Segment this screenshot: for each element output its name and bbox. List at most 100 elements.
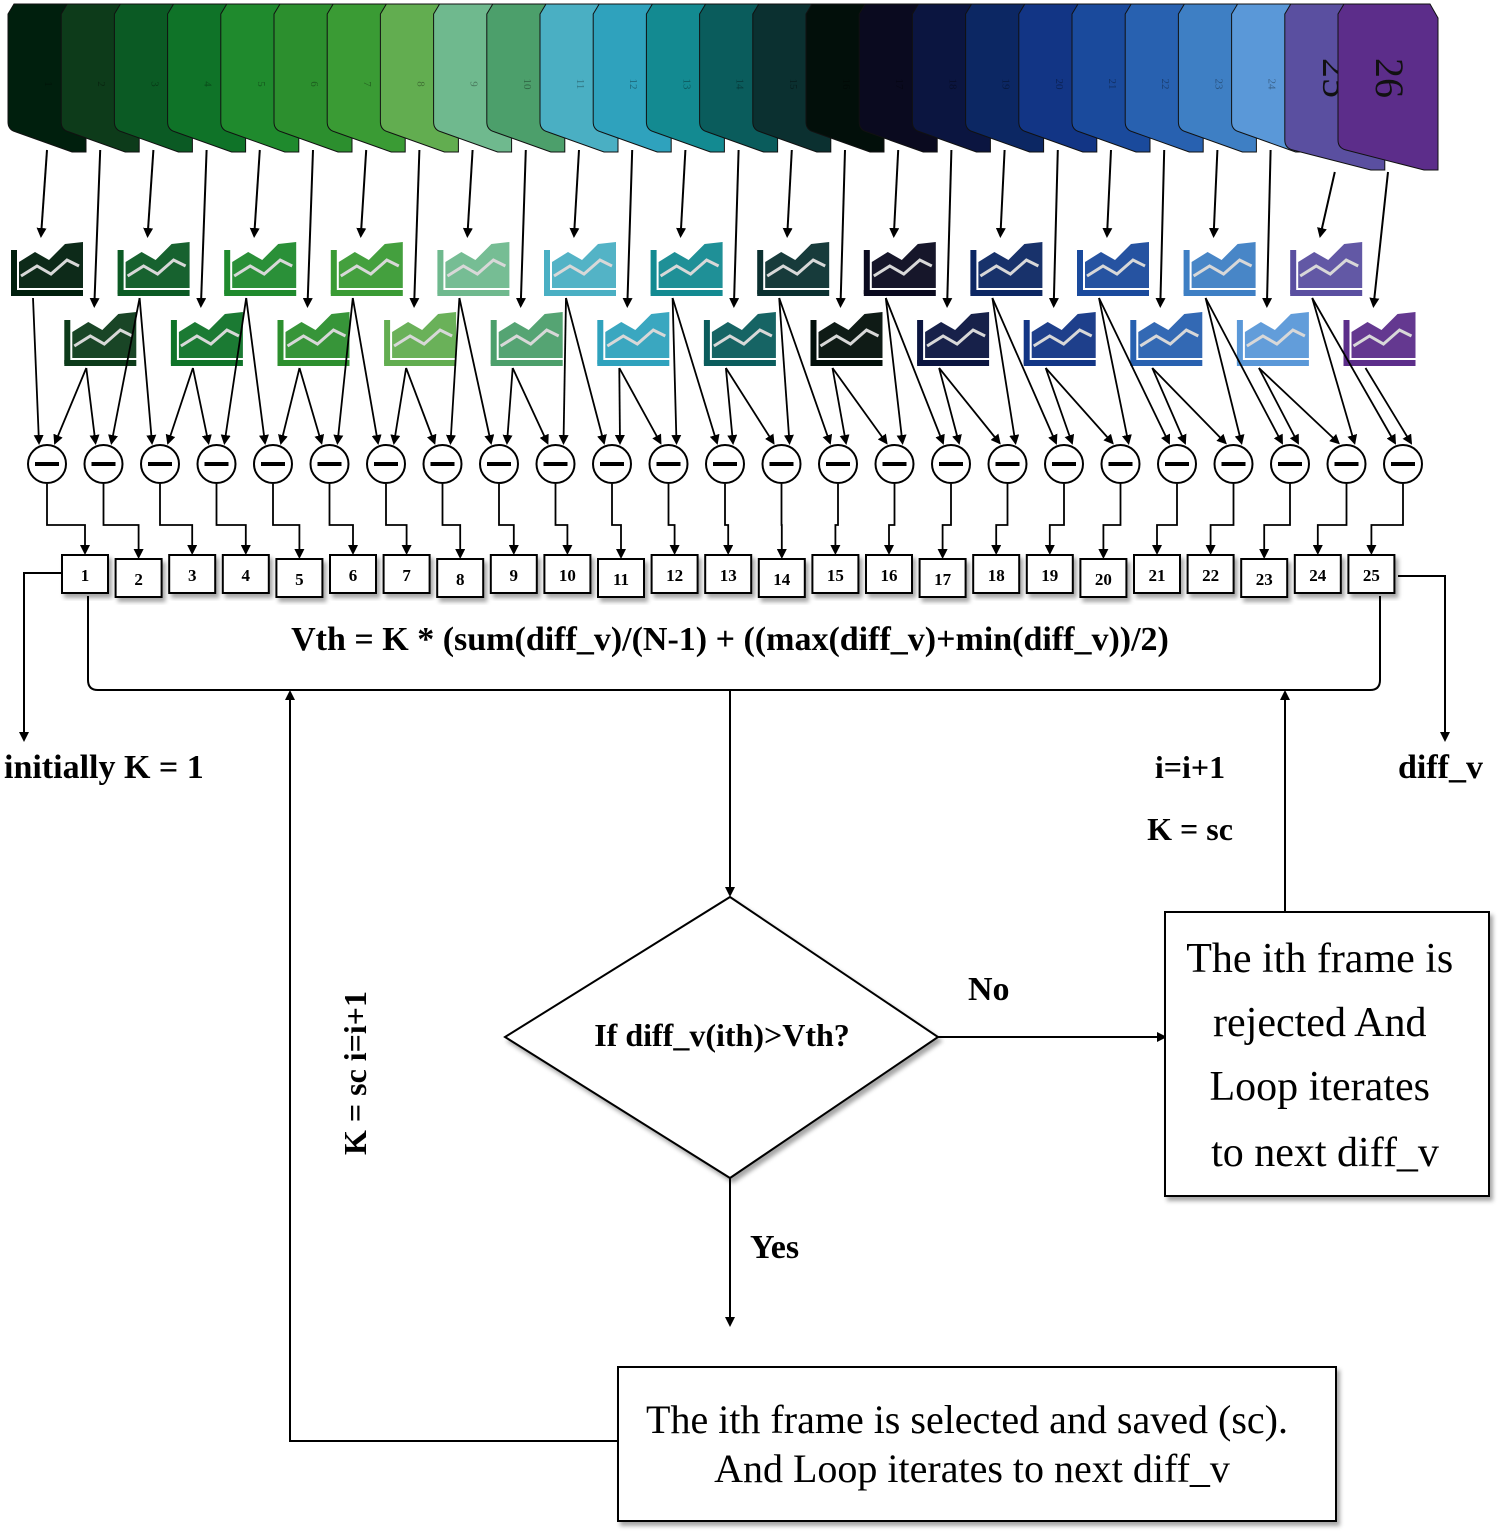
rejected-box [1164, 911, 1490, 1197]
frame-thumb-22 [1130, 312, 1203, 366]
frame-to-thumb-arrow [1317, 171, 1336, 238]
frame-to-thumb-arrow [569, 149, 580, 238]
frame-label: 16 [840, 79, 852, 91]
diff-v-arrow [1398, 575, 1450, 742]
thumb-to-subtractor-arrow [1204, 297, 1245, 445]
subtractor-18 [987, 444, 1028, 484]
diff-box-11: 11 [597, 558, 645, 598]
frame-to-thumb-arrow [302, 149, 314, 308]
subtractor-to-box-arrow [884, 484, 896, 555]
subtractor-1 [27, 444, 67, 484]
subtractor-to-box-arrow [1205, 484, 1235, 555]
rejected-line-2: rejected And [1213, 1000, 1426, 1046]
frame-to-thumb-arrow [89, 149, 102, 308]
diff-box-9: 9 [489, 554, 538, 594]
subtractor-9 [479, 444, 519, 484]
thumb-to-subtractor-arrow [1098, 297, 1132, 445]
frame-to-thumb-arrow [729, 149, 740, 308]
diff-box-3: 3 [168, 554, 217, 594]
diff-box-label: 3 [188, 566, 197, 585]
frame-thumb-18 [917, 312, 990, 366]
frame-label: 5 [255, 81, 267, 87]
frame-thumb-25 [1290, 242, 1363, 296]
selected-loop-arrow [285, 690, 618, 1442]
thumb-to-subtractor-arrow [671, 297, 682, 445]
thumb-to-subtractor-arrow [333, 297, 354, 445]
frame-to-thumb-arrow [1369, 171, 1389, 308]
diff-box-label: 23 [1256, 570, 1273, 589]
thumb-to-subtractor-arrow [32, 297, 44, 445]
subtractor-5 [253, 444, 293, 484]
frame-thumb-19 [970, 242, 1043, 296]
diff-box-23: 23 [1240, 558, 1289, 598]
diff-box-label: 17 [934, 570, 952, 589]
subtractor-to-box-arrow [991, 484, 1009, 555]
frame-to-thumb-arrow [782, 149, 793, 238]
diff-box-label: 4 [242, 566, 251, 585]
thumb-to-subtractor-arrow [1311, 297, 1396, 445]
frame-label: 2 [95, 81, 107, 87]
frame-label: 11 [574, 79, 586, 90]
diff-box-label: 6 [349, 566, 358, 585]
diff-box-label: 22 [1202, 566, 1219, 585]
vth-formula: Vth = K * (sum(diff_v)/(N-1) + ((max(dif… [291, 621, 1169, 658]
subtractor-to-box-arrow [1366, 484, 1404, 555]
frame-to-thumb-arrow [36, 149, 48, 238]
thumb-to-subtractor-arrow [85, 367, 100, 445]
thumb-to-subtractor-arrow [1311, 297, 1358, 445]
subtractor-to-box-arrow [554, 484, 573, 555]
diff-box-label: 13 [720, 566, 737, 585]
frame-to-thumb-arrow [143, 149, 155, 238]
subtractor-2 [83, 444, 124, 484]
frame-thumb-2 [64, 312, 137, 366]
frame-label: 3 [148, 81, 160, 87]
subtractor-to-box-arrow [1044, 484, 1065, 555]
subtractor-8 [422, 444, 463, 484]
thumb-to-subtractor-arrow [445, 297, 461, 445]
frame-thumb-1 [11, 242, 83, 296]
thumb-to-subtractor-arrow [1045, 367, 1114, 445]
subtractor-to-box-arrow [1259, 484, 1291, 559]
thumb-to-subtractor-arrow [1098, 297, 1171, 445]
diff-box-17: 17 [918, 558, 967, 598]
thumb-to-subtractor-arrow [565, 297, 607, 445]
diff-box-16: 16 [865, 554, 913, 594]
frame-thumb-24 [1236, 312, 1309, 366]
diff-box-25: 25 [1347, 554, 1396, 594]
thumb-to-subtractor-arrow [558, 297, 569, 445]
thumb-to-subtractor-arrow [245, 297, 269, 445]
subtractor-13 [705, 444, 745, 484]
frame-thumb-13 [650, 242, 723, 296]
frame-thumb-11 [544, 242, 616, 296]
subtractor-to-box-arrow [723, 484, 734, 555]
subtractor-to-box-arrow [1312, 484, 1348, 555]
thumb-to-subtractor-arrow [938, 367, 962, 445]
frame-label: 19 [1000, 79, 1012, 91]
subtractor-to-box-arrow [937, 484, 952, 559]
formula-container [87, 596, 1381, 691]
frame-label: 1 [42, 81, 54, 87]
frame-label: 8 [414, 81, 426, 87]
frame-label: 7 [361, 81, 373, 87]
frame-label: 12 [627, 79, 639, 90]
thumb-to-subtractor-arrow [458, 297, 495, 445]
diff-box-label: 20 [1095, 570, 1112, 589]
subtractor-to-box-arrow [830, 484, 841, 555]
frame-thumb-4 [170, 312, 243, 366]
thumb-to-subtractor-arrow [618, 367, 662, 445]
selected-line-1: The ith frame is selected and saved (sc)… [646, 1397, 1288, 1442]
increment-i-label-right: i=i+1 [1155, 749, 1225, 785]
diff-box-22: 22 [1186, 554, 1235, 594]
thumb-to-subtractor-arrow [831, 367, 850, 445]
subtractor-to-box-arrow [498, 484, 519, 555]
thumb-to-subtractor-arrow [511, 367, 549, 445]
thumb-to-subtractor-arrow [1258, 367, 1340, 445]
diff-box-label: 14 [773, 570, 791, 589]
frame-label: 18 [946, 79, 958, 91]
thumb-to-subtractor-arrow [778, 297, 833, 445]
subtractor-7 [366, 444, 406, 484]
frame-thumb-26 [1343, 312, 1416, 366]
frame-label: 21 [1106, 79, 1118, 90]
thumb-to-subtractor-arrow [1204, 297, 1283, 445]
subtractor-6 [309, 444, 350, 484]
